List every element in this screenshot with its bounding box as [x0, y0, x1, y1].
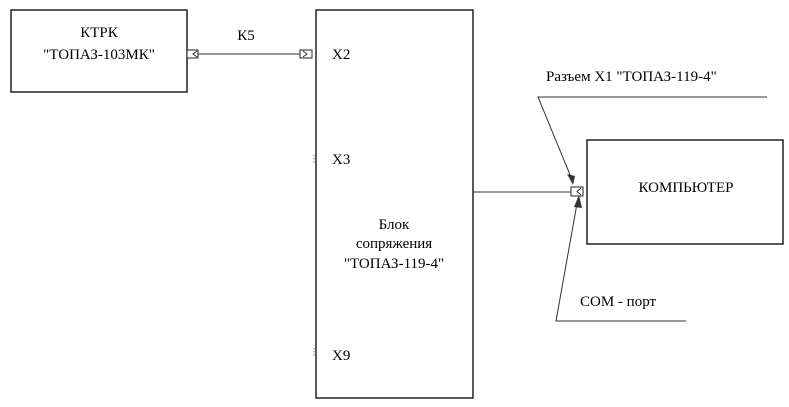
- ktrk-block: КТРК "ТОПАЗ-103МК": [10, 9, 188, 93]
- interface-label-line2: сопряжения: [356, 236, 432, 252]
- port-x3-label: X3: [332, 152, 350, 168]
- com-port-callout: COM - порт: [555, 195, 686, 322]
- com-port-callout-label: COM - порт: [580, 294, 656, 310]
- interface-label-line1: Блок: [379, 217, 410, 233]
- interface-label-line3: "ТОПАЗ-119-4": [344, 256, 444, 272]
- cable-k5-label: К5: [237, 28, 255, 44]
- connector-callout: Разъем X1 "ТОПАЗ-119-4": [537, 69, 767, 185]
- ktrk-connector: [186, 49, 199, 59]
- x1-connector: [570, 186, 584, 197]
- port-x9-label: X9: [332, 348, 350, 364]
- computer-block: КОМПЬЮТЕР: [586, 139, 784, 245]
- x2-connector: [299, 49, 313, 59]
- ktrk-label-line1: КТРК: [80, 25, 119, 41]
- interface-block: X2 X3 X9 Блок сопряжения "ТОПАЗ-119-4": [313, 9, 474, 399]
- connector-callout-label: Разъем X1 "ТОПАЗ-119-4": [546, 69, 717, 85]
- port-x2-label: X2: [332, 47, 350, 63]
- computer-label: КОМПЬЮТЕР: [639, 180, 734, 196]
- ktrk-label-line2: "ТОПАЗ-103МК": [43, 47, 155, 63]
